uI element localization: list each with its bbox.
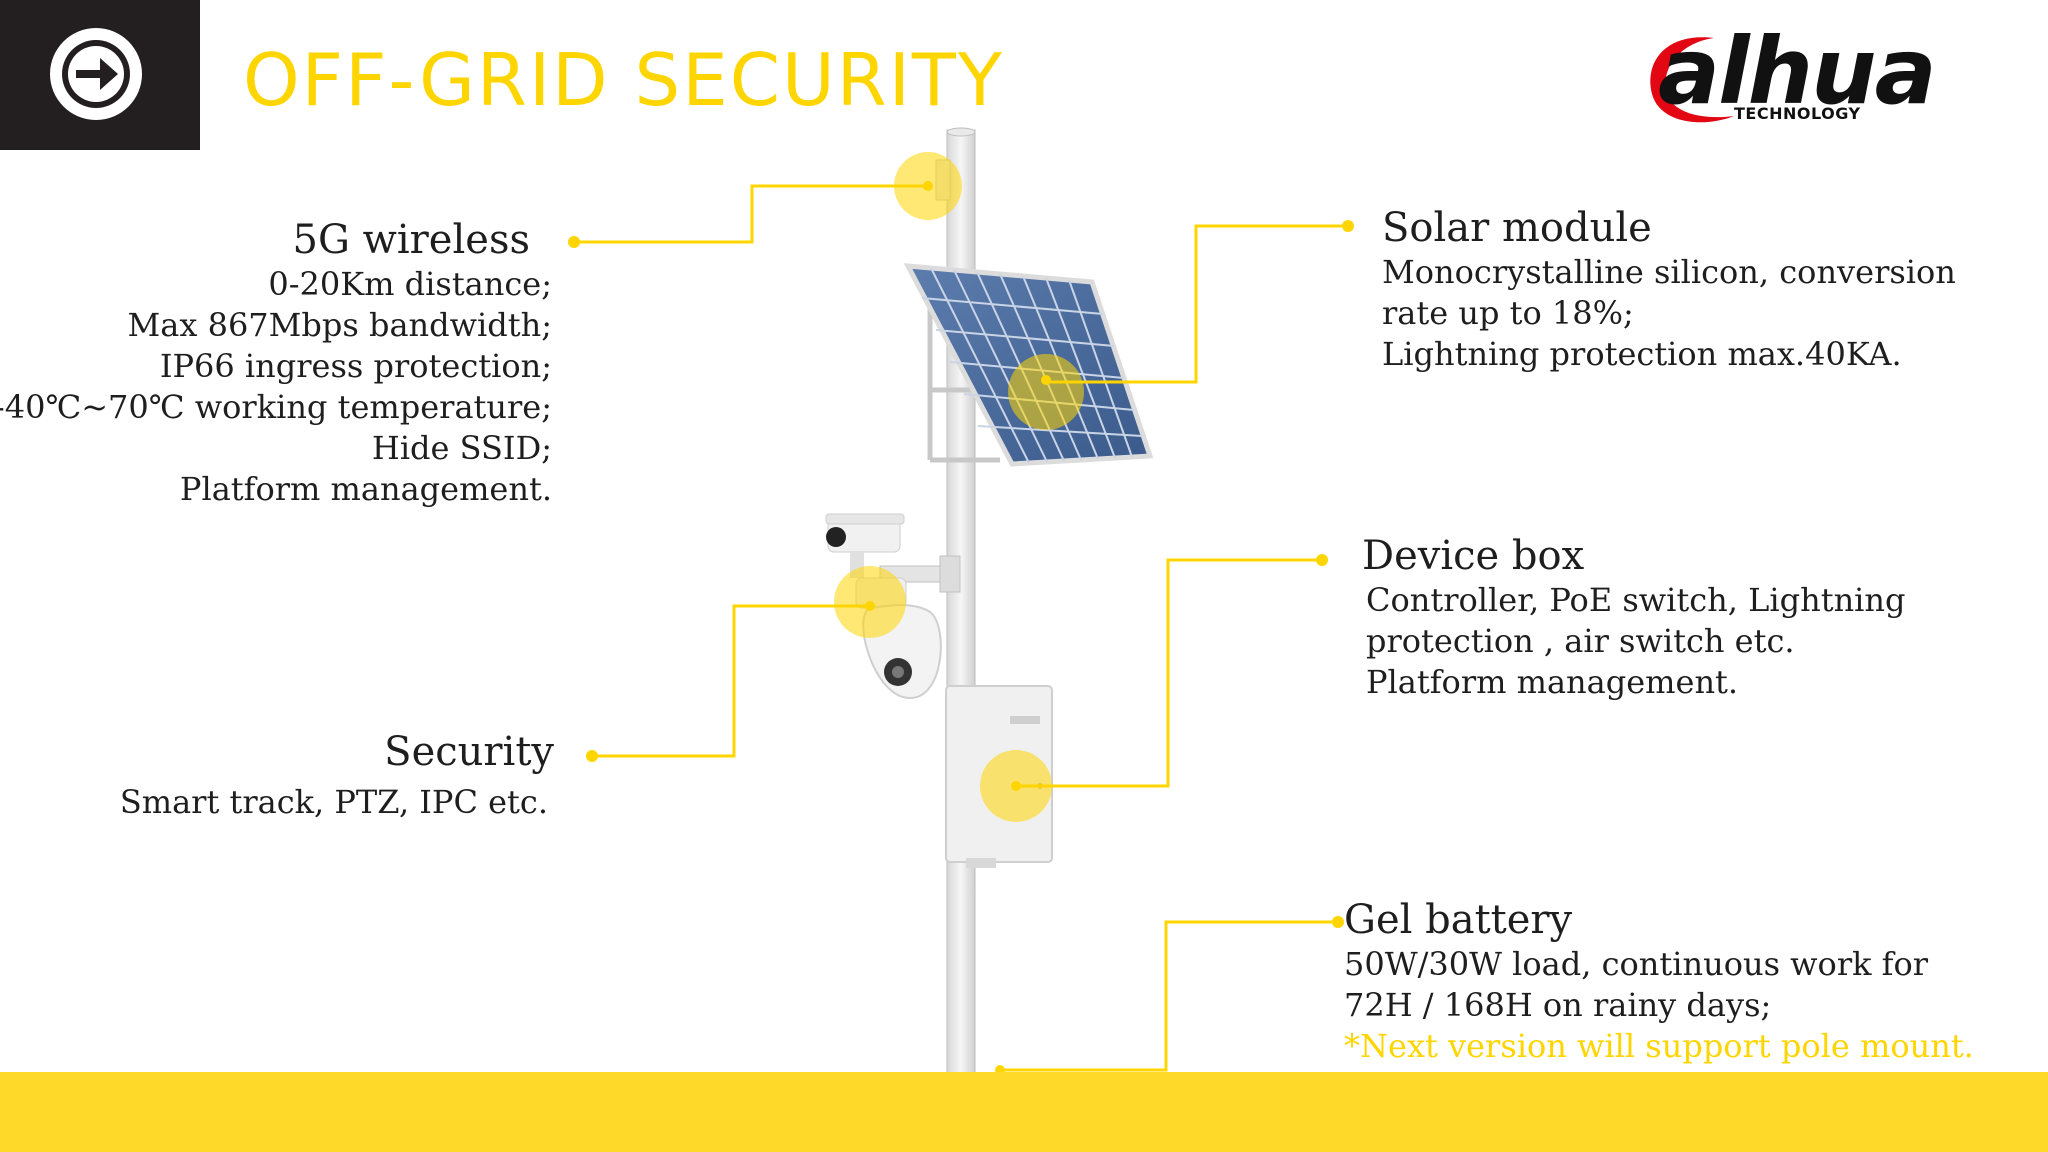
next-slide-button[interactable] [0,0,200,150]
logo-swoosh-icon [1650,37,1734,123]
callout-wireless: 5G wireless 0-20Km distance; Max 867Mbps… [0,216,552,510]
callout-security: Security Smart track, PTZ, IPC etc. [120,728,554,823]
security-line: Smart track, PTZ, IPC etc. [119,783,548,821]
logo-subtitle: TECHNOLOGY [1734,104,1861,123]
wireless-line: Max 867Mbps bandwidth; [127,306,552,344]
bottom-band [0,1072,2048,1152]
wireless-title: 5G wireless [292,217,530,263]
leader-solar [1046,224,1348,384]
device-box-line: Platform management. [1366,663,1739,701]
solar-line: Monocrystalline silicon, conversion [1382,253,1956,291]
callout-battery: Gel battery 50W/30W load, continuous wor… [1344,896,1974,1067]
solar-title: Solar module [1382,205,1652,251]
leader-wireless [574,184,928,244]
leader-lines [574,184,1348,1072]
marker-solar [1008,354,1084,430]
page-title: OFF-GRID SECURITY [243,38,1004,122]
security-title: Security [384,729,554,775]
wireless-line: -40℃~70℃ working temperature; [0,388,552,426]
solar-line: Lightning protection max.40KA. [1382,335,1902,373]
solar-line: rate up to 18%; [1382,294,1634,332]
leader-battery [1000,920,1338,1072]
battery-note: *Next version will support pole mount. [1344,1027,1974,1065]
wireless-line: Platform management. [179,470,552,508]
battery-line: 50W/30W load, continuous work for [1344,945,1929,983]
battery-line: 72H / 168H on rainy days; [1344,986,1772,1024]
wireless-line: 0-20Km distance; [268,265,552,303]
leader-device-box [1016,558,1322,788]
callout-device-box: Device box Controller, PoE switch, Light… [1362,532,1906,703]
device-box-line: protection , air switch etc. [1366,622,1795,660]
brand-logo: alhua TECHNOLOGY [1644,18,1984,134]
device-box-line: Controller, PoE switch, Lightning [1366,581,1906,619]
wireless-line: Hide SSID; [371,429,552,467]
device-box-title: Device box [1362,533,1585,579]
battery-title: Gel battery [1344,897,1573,943]
logo-wordmark: alhua [1658,18,1937,125]
leader-security [592,604,870,758]
arrow-right-circle-icon [50,28,142,120]
leader-dots [568,181,1354,1075]
wireless-line: IP66 ingress protection; [159,347,552,385]
callout-solar: Solar module Monocrystalline silicon, co… [1382,204,1956,375]
